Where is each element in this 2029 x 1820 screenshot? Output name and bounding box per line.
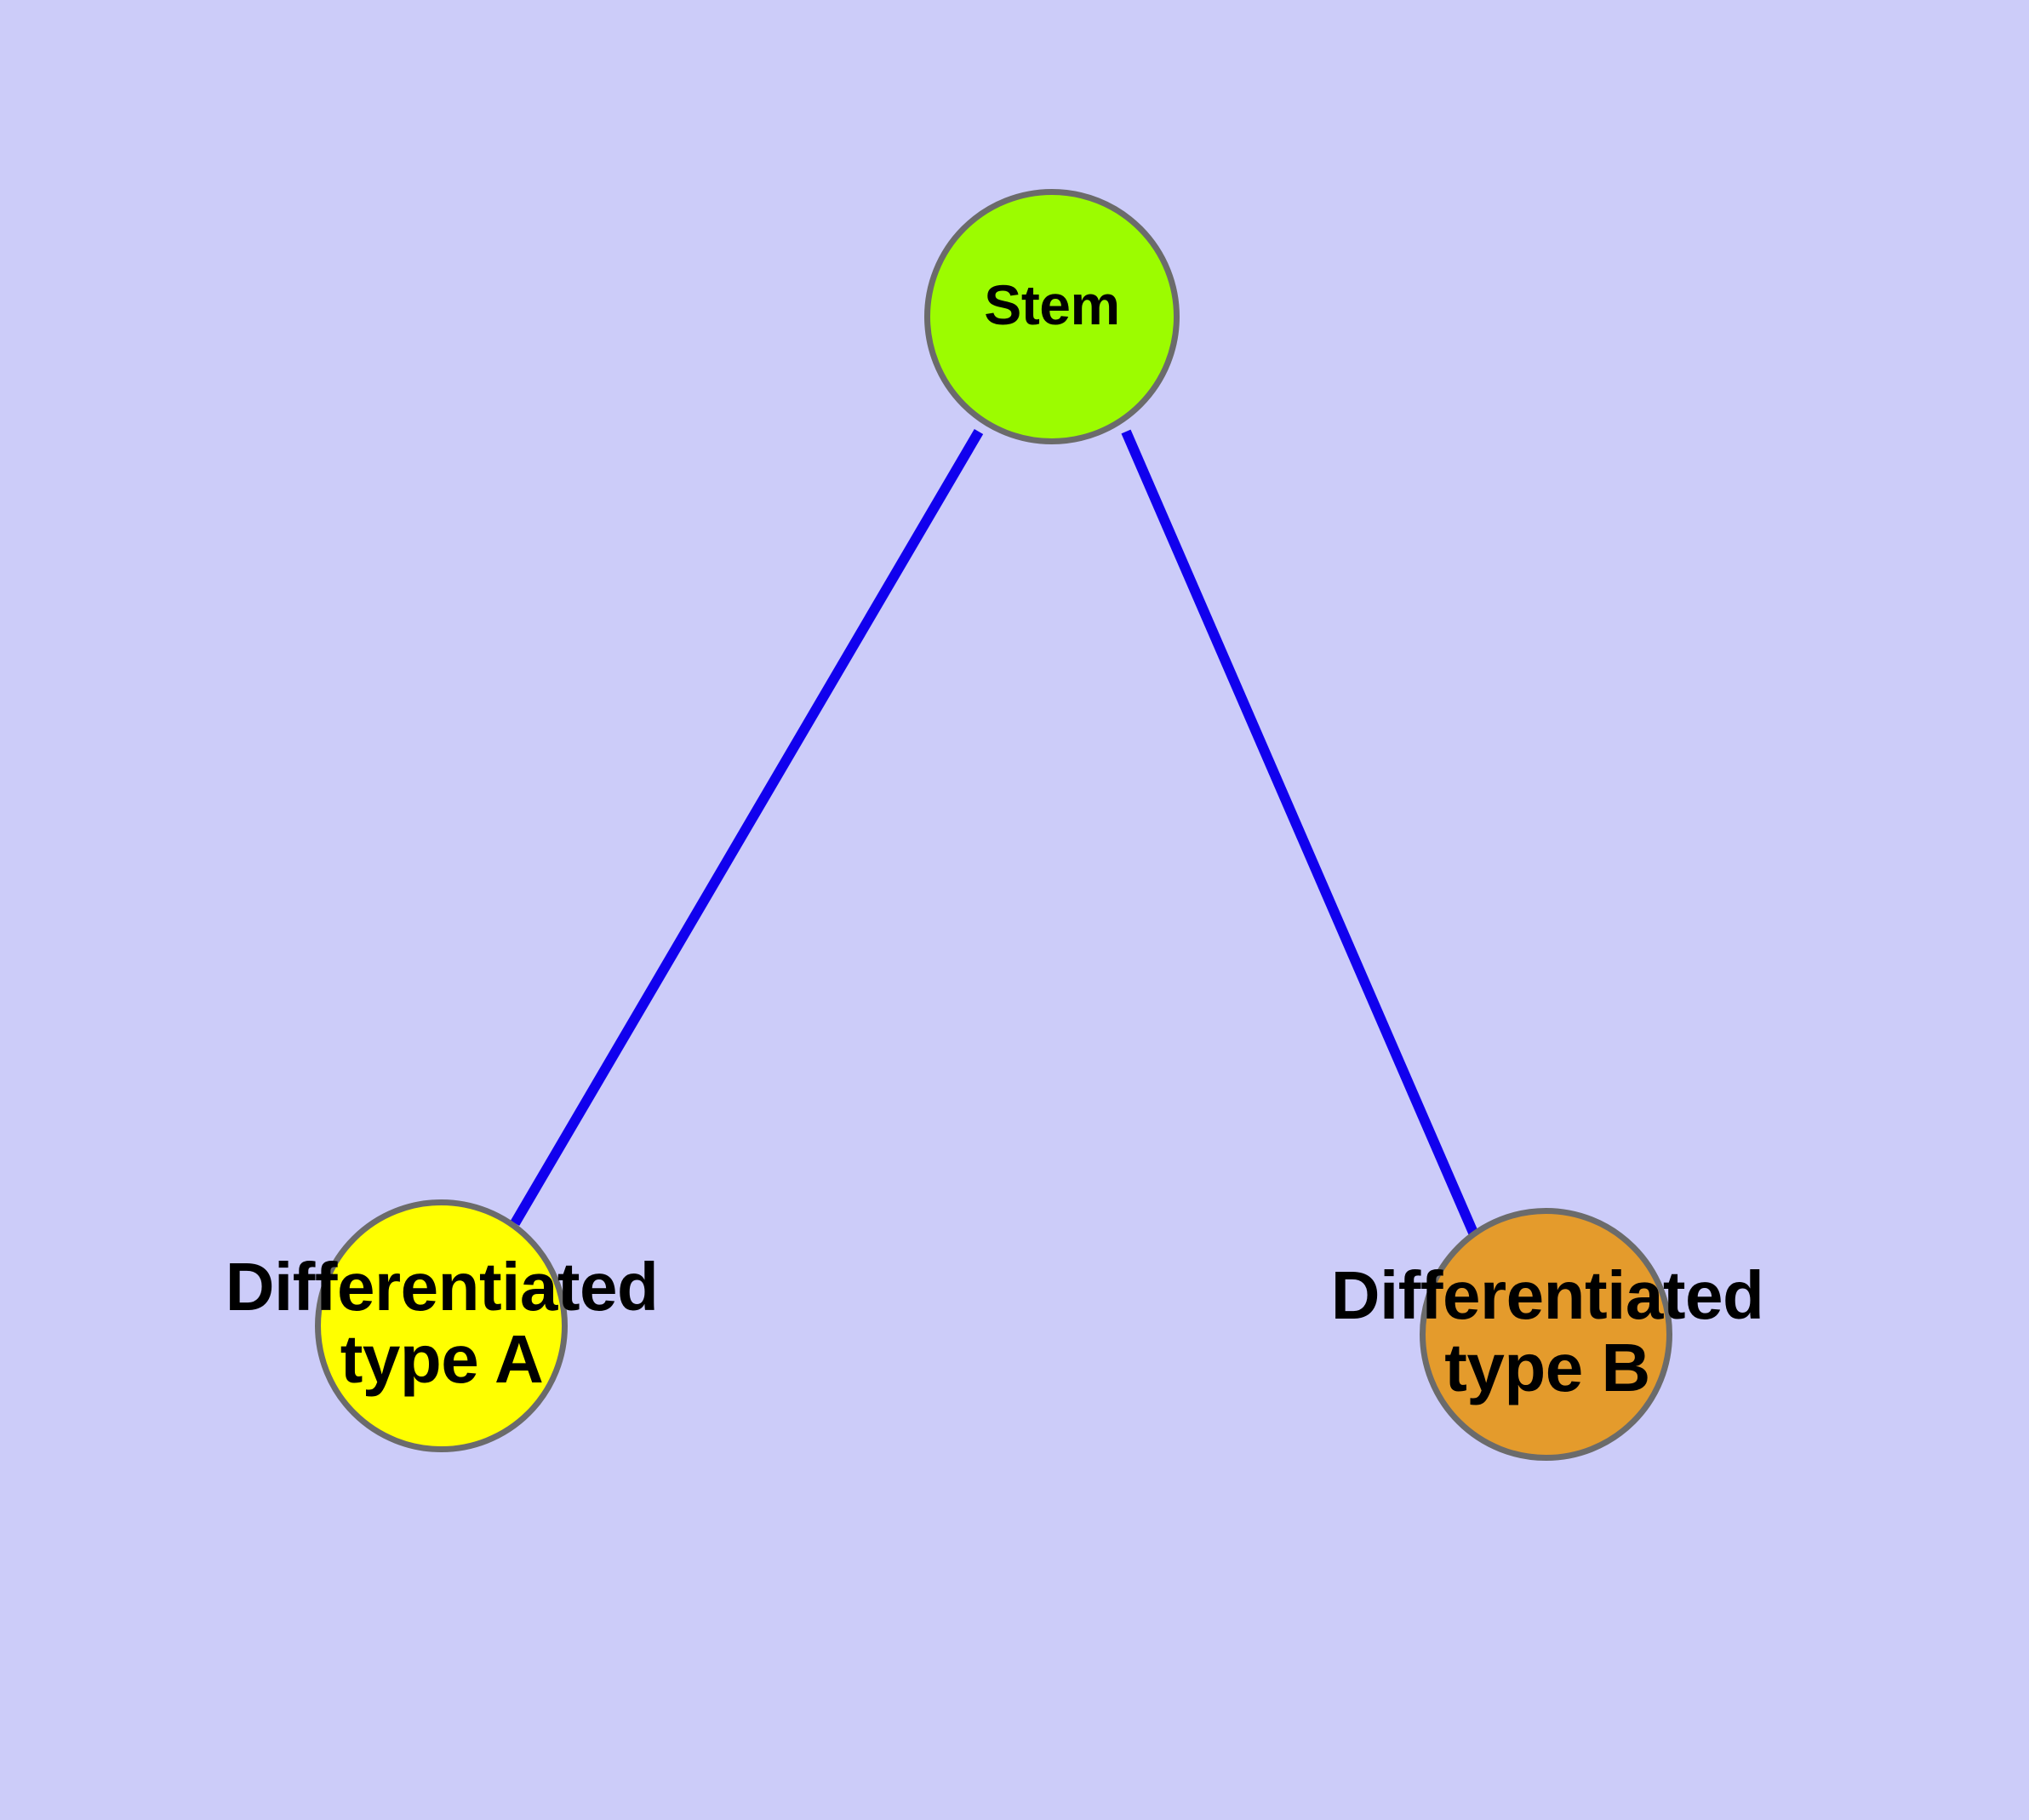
- node-differentiated-type-a-label: Differentiated type A: [225, 1249, 659, 1397]
- node-stem[interactable]: [924, 189, 1180, 444]
- edge-stem-to-diff-a[interactable]: [510, 428, 984, 1227]
- node-differentiated-type-b-label: Differentiated type B: [1330, 1257, 1764, 1405]
- node-differentiated-type-a[interactable]: [315, 1199, 568, 1452]
- node-differentiated-type-b[interactable]: [1420, 1208, 1672, 1461]
- node-stem-label: Stem: [984, 273, 1120, 336]
- edge-stem-to-diff-b[interactable]: [1121, 429, 1478, 1235]
